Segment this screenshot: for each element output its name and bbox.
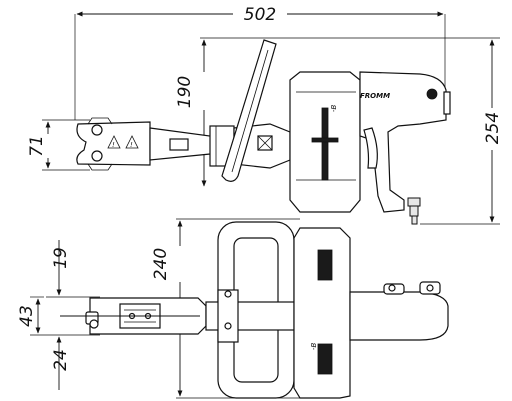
tool-side-view: ! ! -B FROMM [76,39,451,225]
dimension-overall-length: 502 [74,5,446,120]
motor-body-top: -B [293,227,351,399]
motor-body-side: -B [289,71,361,213]
dimension-bottom-offset: 24 [51,336,71,390]
dim-text-502: 502 [244,5,276,25]
dimension-jaw-height: 71 [27,119,90,171]
jaw-head-side: ! ! [76,117,151,171]
warning-triangle-icon [125,135,139,149]
svg-text:!: ! [112,141,115,149]
air-fitting [407,197,421,225]
dim-text-43: 43 [17,305,37,327]
dimension-handle-height: 190 [175,37,500,187]
dim-text-254: 254 [483,112,503,144]
dimension-jaw-width: 43 [17,296,100,336]
dim-text-71: 71 [27,135,47,157]
dim-text-24: 24 [51,349,71,371]
housing-top [349,291,449,341]
svg-text:!: ! [130,141,133,149]
side-model-mark: -B [330,104,338,112]
top-model-mark: -B [310,342,318,350]
dim-text-19: 19 [51,247,71,269]
tool-top-view: -B [60,221,449,399]
jaw-head-top [60,297,207,335]
dimension-top-offset: 19 [46,240,100,298]
dimension-overall-height: 254 [420,39,503,225]
brand-logo: FROMM [360,92,390,100]
trigger [363,127,378,169]
dim-text-240: 240 [151,248,171,280]
handle-side [221,39,277,182]
dim-text-190: 190 [175,76,195,108]
dimension-handle-width: 240 [151,218,300,399]
warning-triangle-icon [107,135,121,149]
